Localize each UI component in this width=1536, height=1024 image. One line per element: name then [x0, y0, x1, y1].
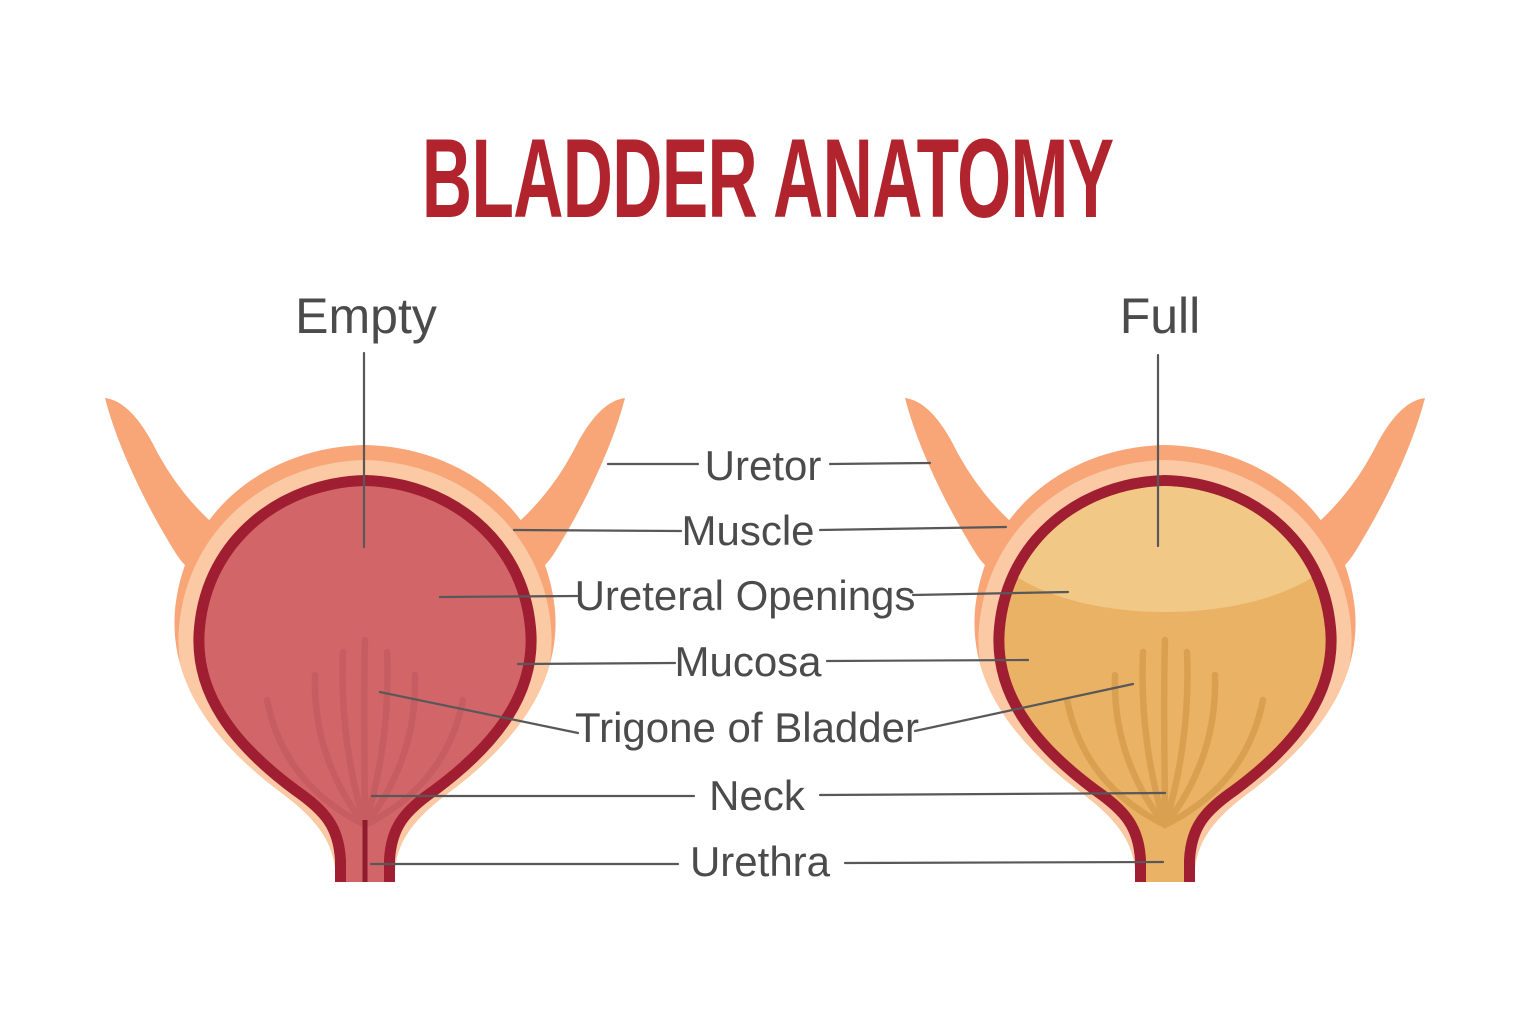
figure-label-full: Full: [1119, 288, 1201, 344]
annotation-ureteral-openings: Ureteral Openings: [574, 572, 916, 619]
full-bladder-illustration: [905, 398, 1425, 882]
empty-bladder-illustration: [105, 398, 625, 882]
annotation-mucosa: Mucosa: [674, 638, 822, 685]
figure-label-empty: Empty: [295, 288, 437, 344]
annotation-muscle: Muscle: [681, 507, 815, 554]
annotation-urethra: Urethra: [689, 838, 831, 885]
title-row: BLADDER ANATOMY: [0, 116, 1536, 241]
annotation-uretor: Uretor: [704, 442, 822, 489]
annotation-trigone-of-bladder: Trigone of Bladder: [575, 704, 919, 751]
page-title: BLADDER ANATOMY: [422, 116, 1114, 241]
annotation-neck: Neck: [709, 772, 805, 819]
urethra-lumen-line: [362, 820, 368, 882]
